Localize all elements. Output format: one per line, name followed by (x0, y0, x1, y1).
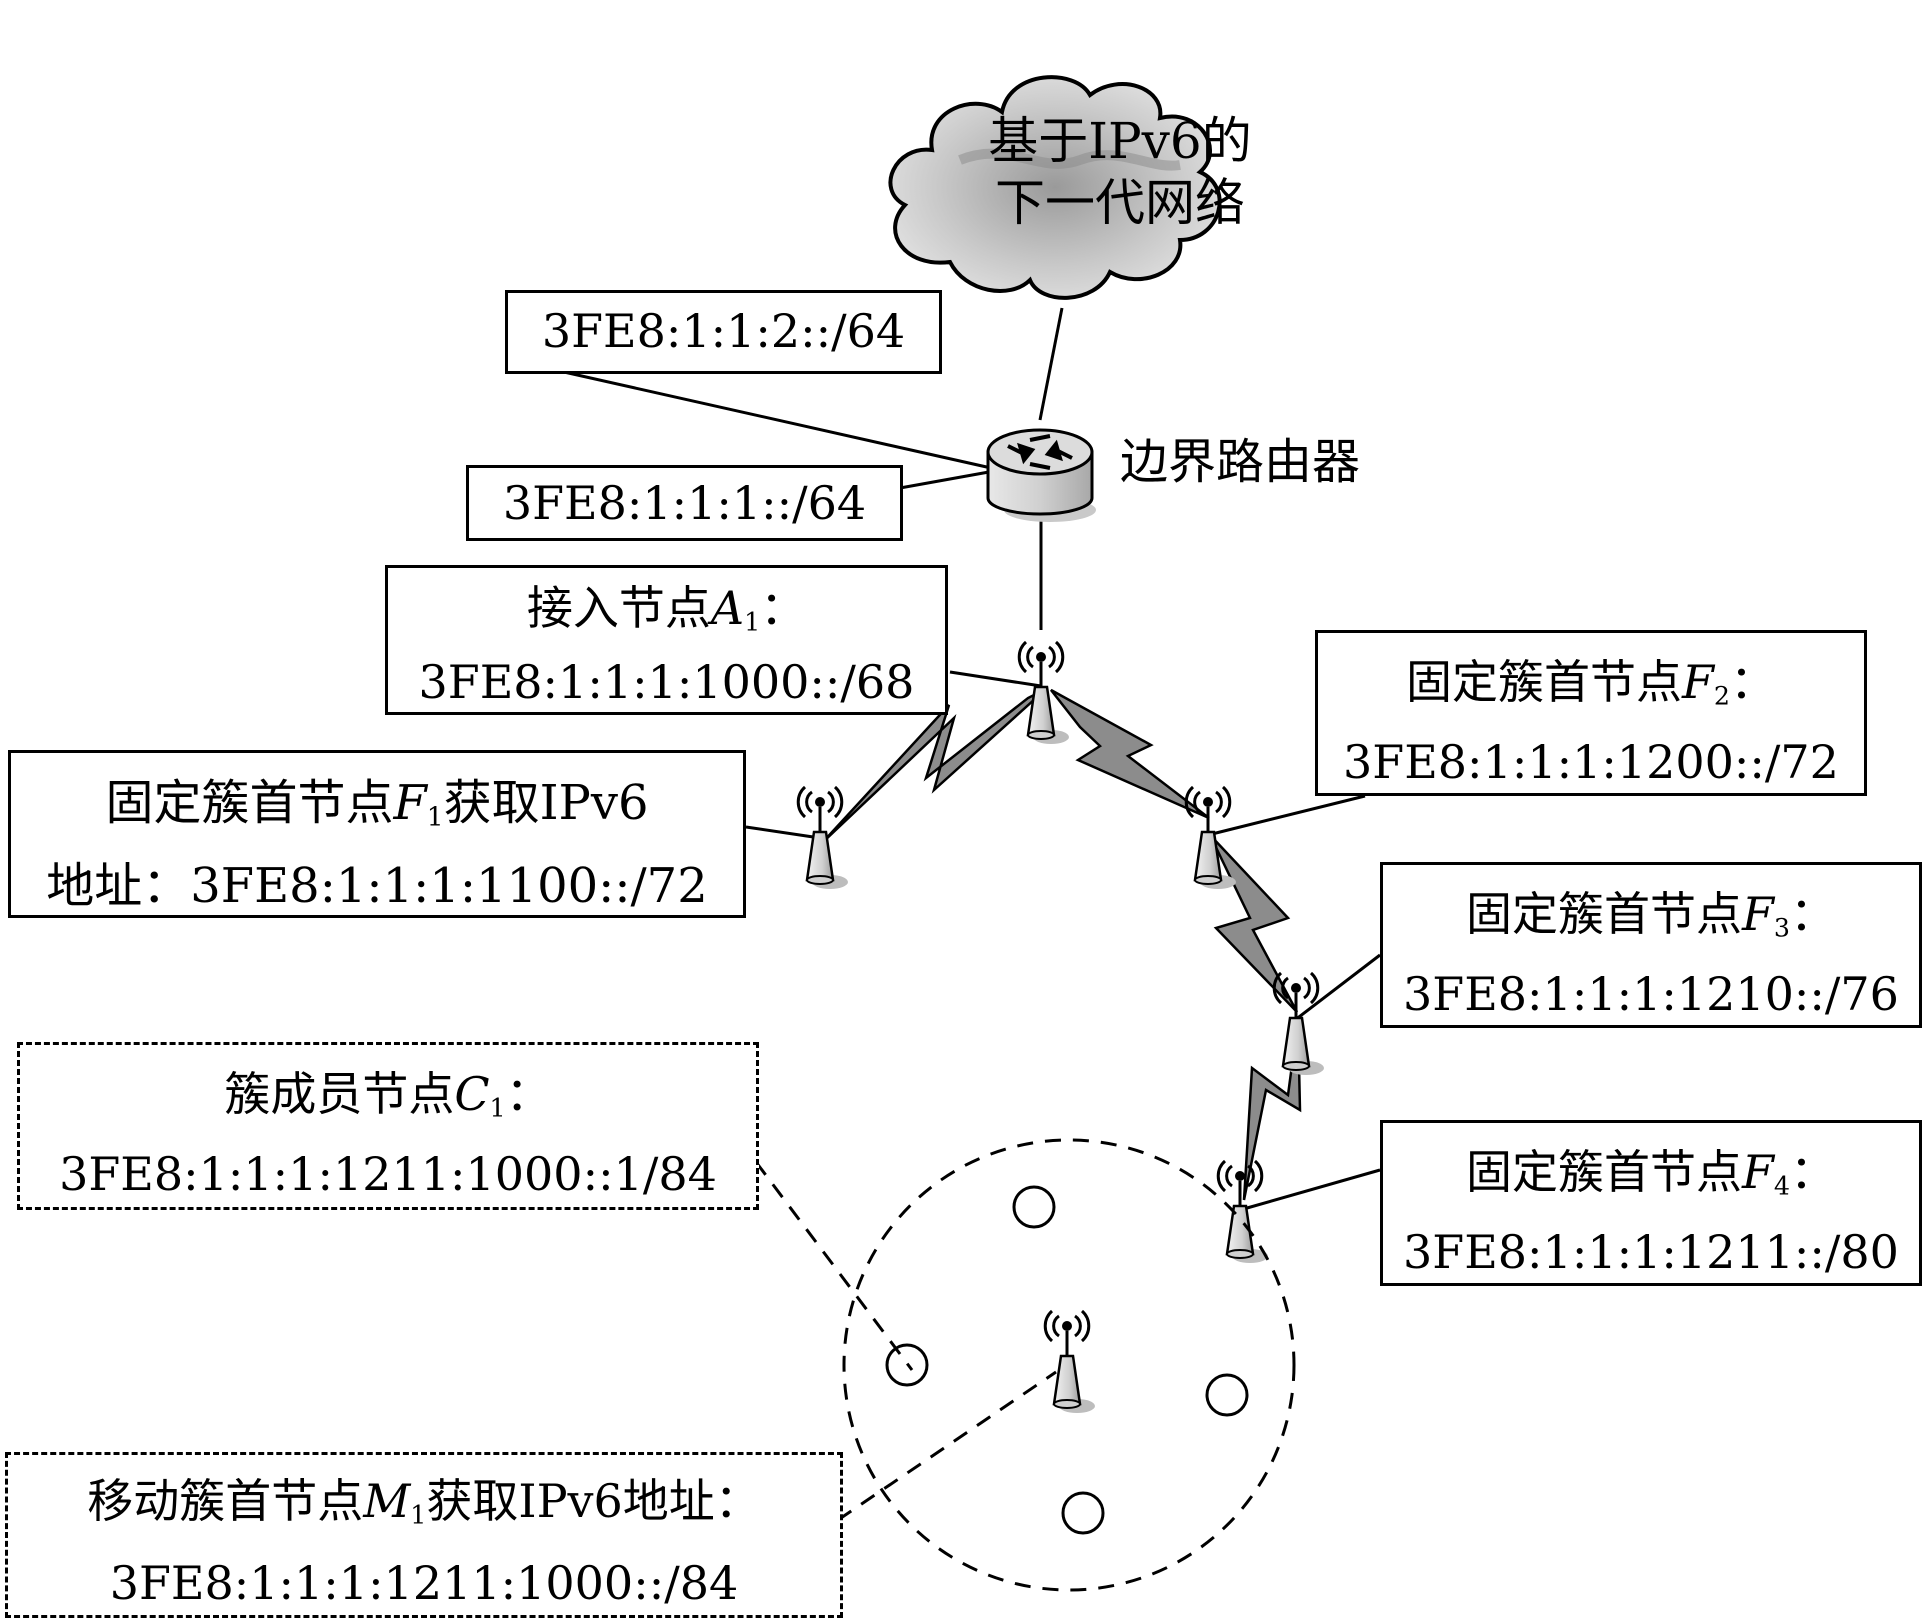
cluster-head-f3-title: 固定簇首节点F3： (1465, 887, 1837, 943)
f3-label-leader (1294, 953, 1381, 1022)
cluster-member-c1-box: 簇成员节点C1： 3FE8:1:1:1:1211:1000::1/84 (17, 1042, 759, 1210)
access-node-a1-box: 接入节点A1： 3FE8:1:1:1:1000::/68 (385, 565, 948, 715)
cloud-label-line2: 下一代网络 (995, 174, 1245, 232)
cluster-member-c1-title: 簇成员节点C1： (224, 1067, 552, 1123)
cluster-member-node-icon (1061, 1491, 1105, 1535)
mobile-head-m1-title: 移动簇首节点M1获取IPv6地址： (87, 1474, 761, 1530)
cluster-member-c1-address: 3FE8:1:1:1:1211:1000::1/84 (59, 1147, 717, 1202)
wireless-link-f3-f4 (1242, 1019, 1302, 1201)
mobile-head-m1-antenna-icon (1043, 1309, 1097, 1415)
border-router-label: 边界路由器 (1120, 434, 1361, 490)
cluster-head-f4-box: 固定簇首节点F4： 3FE8:1:1:1:1211::/80 (1380, 1120, 1922, 1286)
lower-prefix-box: 3FE8:1:1:1::/64 (466, 465, 903, 541)
mobile-cluster-region (842, 1138, 1296, 1592)
cluster-head-f3-box: 固定簇首节点F3： 3FE8:1:1:1:1210::/76 (1380, 862, 1922, 1028)
cluster-head-f1-title: 固定簇首节点F1获取IPv6 (105, 775, 649, 833)
cluster-head-f3-antenna-icon (1272, 971, 1326, 1077)
border-router-icon (986, 428, 1096, 522)
cluster-head-f1-box: 固定簇首节点F1获取IPv6 地址：3FE8:1:1:1:1100::/72 (8, 750, 746, 918)
f2-label-leader (1207, 794, 1366, 837)
cluster-head-f2-box: 固定簇首节点F2： 3FE8:1:1:1:1200::/72 (1315, 630, 1867, 796)
cluster-head-f1-antenna-icon (796, 785, 850, 891)
cluster-head-f4-title: 固定簇首节点F4： (1465, 1145, 1837, 1201)
access-node-a1-title: 接入节点A1： (526, 581, 807, 637)
cluster-head-f2-address: 3FE8:1:1:1:1200::/72 (1343, 735, 1839, 790)
lower-prefix-leader (899, 468, 1001, 490)
upper-prefix-leader (554, 368, 1001, 472)
f4-label-leader (1239, 1168, 1381, 1212)
f1-label-leader (745, 825, 821, 840)
cluster-head-f4-address: 3FE8:1:1:1:1211::/80 (1403, 1225, 1899, 1280)
mobile-head-m1-address: 3FE8:1:1:1:1211:1000::/84 (109, 1556, 739, 1611)
upper-prefix-text: 3FE8:1:1:2::/64 (541, 304, 906, 358)
cluster-head-f1-address: 地址：3FE8:1:1:1:1100::/72 (46, 857, 708, 914)
c1-label-leader (754, 1161, 914, 1371)
m1-label-leader (837, 1370, 1057, 1522)
cluster-member-node-icon (1012, 1185, 1056, 1229)
mobile-head-m1-box: 移动簇首节点M1获取IPv6地址： 3FE8:1:1:1:1211:1000::… (5, 1452, 843, 1618)
cloud-label: 基于IPv6的 下一代网络 (970, 110, 1270, 234)
cluster-head-f3-address: 3FE8:1:1:1:1210::/76 (1403, 967, 1899, 1022)
ipv6-network-cloud (888, 75, 1222, 300)
lower-prefix-text: 3FE8:1:1:1::/64 (502, 476, 867, 530)
access-node-a1-address: 3FE8:1:1:1:1000::/68 (418, 655, 915, 710)
upper-prefix-box: 3FE8:1:1:2::/64 (505, 290, 942, 374)
access-label-leader (949, 670, 1042, 688)
wireless-link-a1-f2 (1050, 688, 1210, 820)
access-node-a1-antenna-icon (1017, 640, 1071, 746)
cluster-member-node-icon (1205, 1373, 1249, 1417)
cloud-label-line1: 基于IPv6的 (988, 112, 1252, 170)
cloud-router-link (1038, 307, 1064, 421)
cluster-head-f2-title: 固定簇首节点F2： (1405, 655, 1777, 711)
